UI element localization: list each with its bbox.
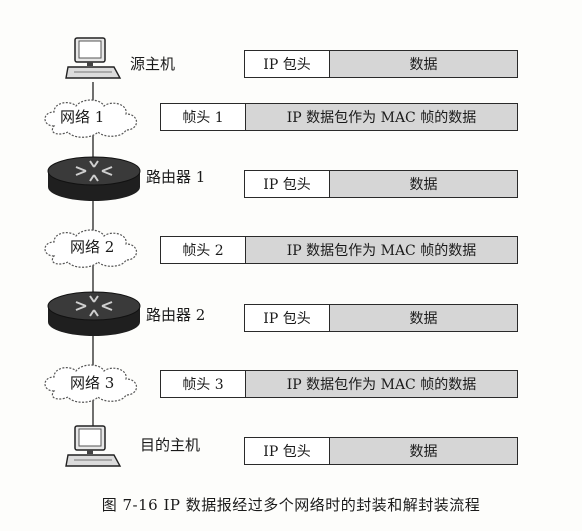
frame-row-network-1: 帧头 1 IP 数据包作为 MAC 帧的数据 xyxy=(160,103,518,131)
frame-payload-cell: IP 数据包作为 MAC 帧的数据 xyxy=(245,237,517,263)
frame-payload-cell: IP 数据包作为 MAC 帧的数据 xyxy=(245,104,517,130)
packet-row-router-2: IP 包头 数据 xyxy=(244,304,518,332)
data-cell: 数据 xyxy=(329,171,517,197)
row-label-router-1: 路由器 1 xyxy=(146,168,206,186)
row-label-source-host: 源主机 xyxy=(130,55,176,73)
frame-row-network-3: 帧头 3 IP 数据包作为 MAC 帧的数据 xyxy=(160,370,518,398)
data-cell: 数据 xyxy=(329,305,517,331)
ip-header-cell: IP 包头 xyxy=(263,444,311,460)
figure-caption: 图 7-16 IP 数据报经过多个网络时的封装和解封装流程 xyxy=(101,496,481,514)
packet-row-router-1: IP 包头 数据 xyxy=(244,170,518,198)
ip-header-cell: IP 包头 xyxy=(263,57,311,73)
computer-icon xyxy=(64,36,122,82)
ip-header-cell: IP 包头 xyxy=(263,177,311,193)
data-cell: 数据 xyxy=(329,438,517,464)
packet-row-source-host: IP 包头 数据 xyxy=(244,50,518,78)
ip-header-cell: IP 包头 xyxy=(263,311,311,327)
packet-row-destination-host: IP 包头 数据 xyxy=(244,437,518,465)
row-label-destination-host: 目的主机 xyxy=(140,436,201,454)
computer-icon xyxy=(64,424,122,470)
router-icon xyxy=(46,290,142,340)
row-label-router-2: 路由器 2 xyxy=(146,306,206,324)
row-label-network-1: 网络 1 xyxy=(60,108,105,126)
row-label-network-3: 网络 3 xyxy=(70,374,115,392)
data-cell: 数据 xyxy=(329,51,517,77)
frame-header-cell: 帧头 1 xyxy=(182,110,224,126)
cloud-icon xyxy=(38,226,146,270)
frame-row-network-2: 帧头 2 IP 数据包作为 MAC 帧的数据 xyxy=(160,236,518,264)
frame-header-cell: 帧头 3 xyxy=(182,377,224,393)
frame-header-cell: 帧头 2 xyxy=(182,243,224,259)
row-label-network-2: 网络 2 xyxy=(70,238,115,256)
cloud-icon xyxy=(38,96,146,140)
router-icon xyxy=(46,155,142,205)
cloud-icon xyxy=(38,361,146,405)
frame-payload-cell: IP 数据包作为 MAC 帧的数据 xyxy=(245,371,517,397)
